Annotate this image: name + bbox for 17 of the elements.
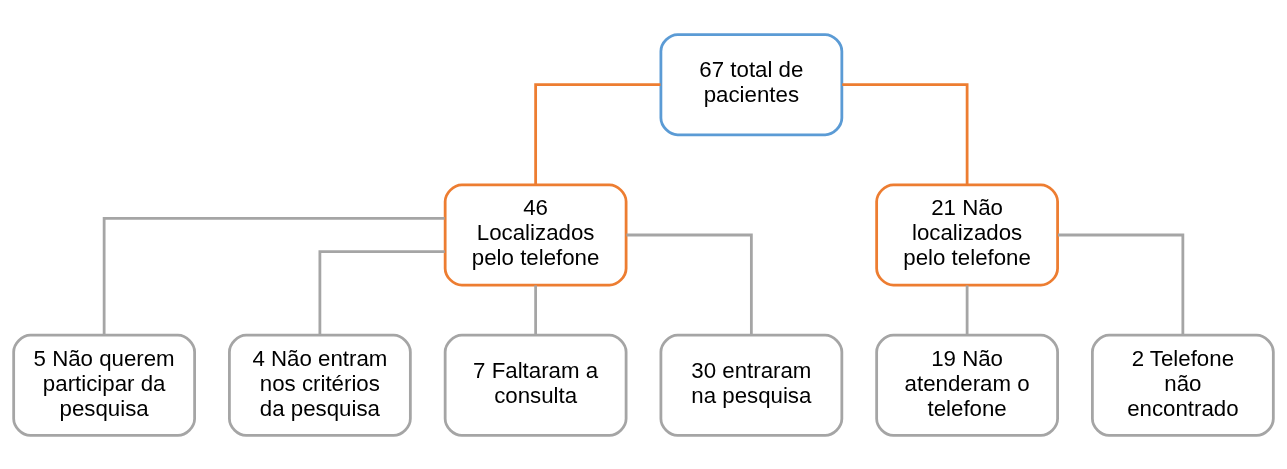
connector <box>318 249 445 335</box>
connector <box>626 233 753 335</box>
connector <box>534 284 537 335</box>
connector <box>1058 233 1185 335</box>
node-box: 7 Faltaram a consulta <box>443 333 628 437</box>
node-box: 2 Telefone não encontrado <box>1091 333 1275 437</box>
connector <box>842 82 969 185</box>
connector <box>102 216 445 335</box>
node-box: 67 total de pacientes <box>659 32 844 136</box>
node-box: 30 entraram na pesquisa <box>659 333 844 437</box>
node-box: 5 Não querem participar da pesquisa <box>12 333 196 437</box>
node-box: 46 Localizados pelo telefone <box>443 183 628 286</box>
connector <box>965 284 969 335</box>
node-box: 19 Não atenderam o telefone <box>875 333 1059 437</box>
connector <box>534 82 661 185</box>
node-box: 21 Não localizados pelo telefone <box>875 183 1059 286</box>
node-box: 4 Não entram nos critérios da pesquisa <box>228 333 412 437</box>
